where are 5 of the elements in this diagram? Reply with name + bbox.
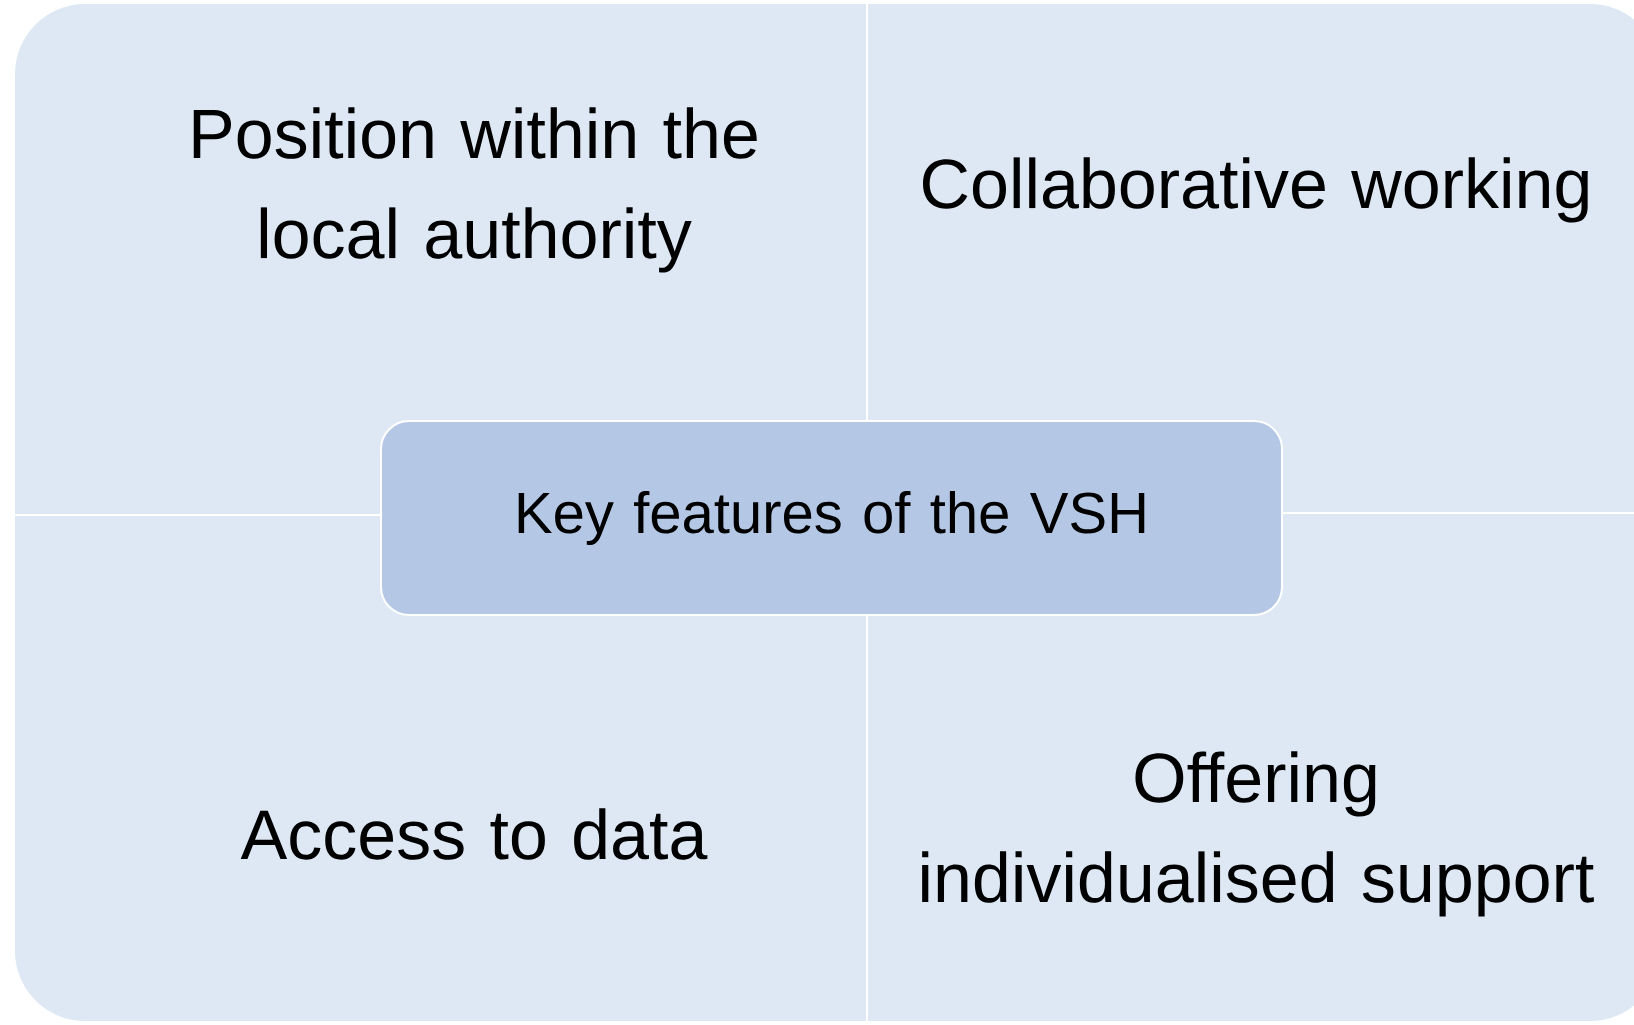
node-label: Offering individualised support	[922, 751, 1594, 917]
title-box: Key features of the VSH	[380, 420, 1283, 616]
node-label: Position within the local authority	[193, 107, 757, 273]
node-label: Collaborative working	[923, 157, 1588, 223]
node-label: Access to data	[240, 808, 708, 860]
